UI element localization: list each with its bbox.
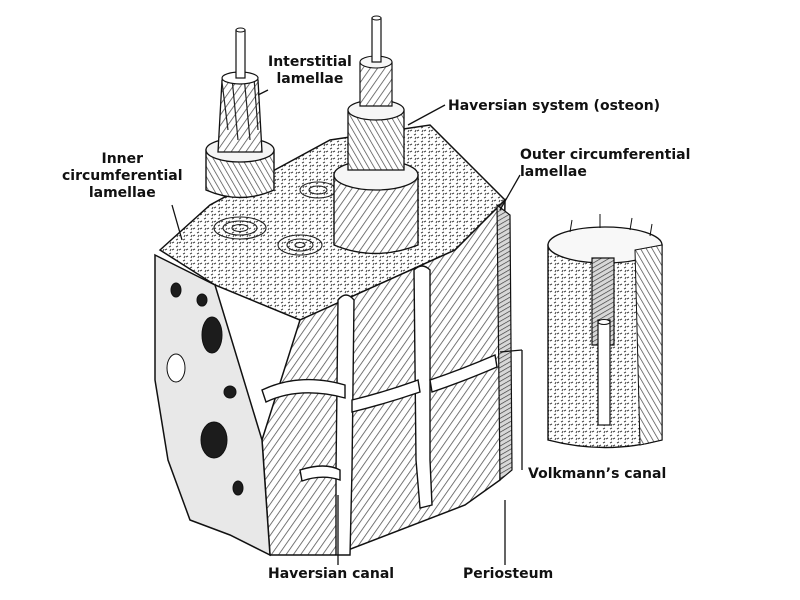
label-inner-line3: lamellae: [88, 185, 156, 201]
label-interstitial-lamellae: Interstitial lamellae: [268, 54, 352, 88]
periosteum-strip: [496, 203, 513, 482]
label-inner-circumferential-lamellae: Inner circumferential lamellae: [62, 151, 183, 202]
leader-lines: [171, 89, 523, 565]
label-volkmanns-canal: Volkmann’s canal: [528, 466, 667, 482]
label-haversian-system: Haversian system (osteon): [448, 98, 661, 114]
label-outer-line1: Outer circumferential: [520, 147, 691, 163]
label-interstitial-line1: Interstitial: [268, 54, 352, 70]
leader-inner-circumferential: [171, 204, 183, 241]
label-inner-line1: Inner: [101, 151, 144, 167]
label-outer-line2: lamellae: [520, 164, 587, 180]
label-haversian-canal: Haversian canal: [268, 566, 395, 582]
label-outer-circumferential-lamellae: Outer circumferential lamellae: [520, 147, 690, 181]
label-periosteum: Periosteum: [463, 566, 554, 582]
left-outer-face: [154, 253, 271, 557]
interstitial-cylinder: [205, 27, 275, 199]
label-inner-line2: circumferential: [62, 168, 183, 184]
leader-haversian-system: [407, 104, 446, 126]
leader-volkmanns-canal-tick: [499, 349, 523, 353]
haversian-canals: [261, 265, 498, 556]
concentric-lamellae: [213, 181, 337, 256]
leader-outer-circumferential: [499, 174, 521, 211]
volkmann-openings: [166, 282, 244, 496]
label-interstitial-line2: lamellae: [276, 71, 344, 87]
bone-block: [154, 124, 513, 557]
osteon-cylinder: [333, 15, 419, 255]
osteon-inset: [547, 214, 663, 449]
leader-interstitial: [257, 89, 269, 96]
